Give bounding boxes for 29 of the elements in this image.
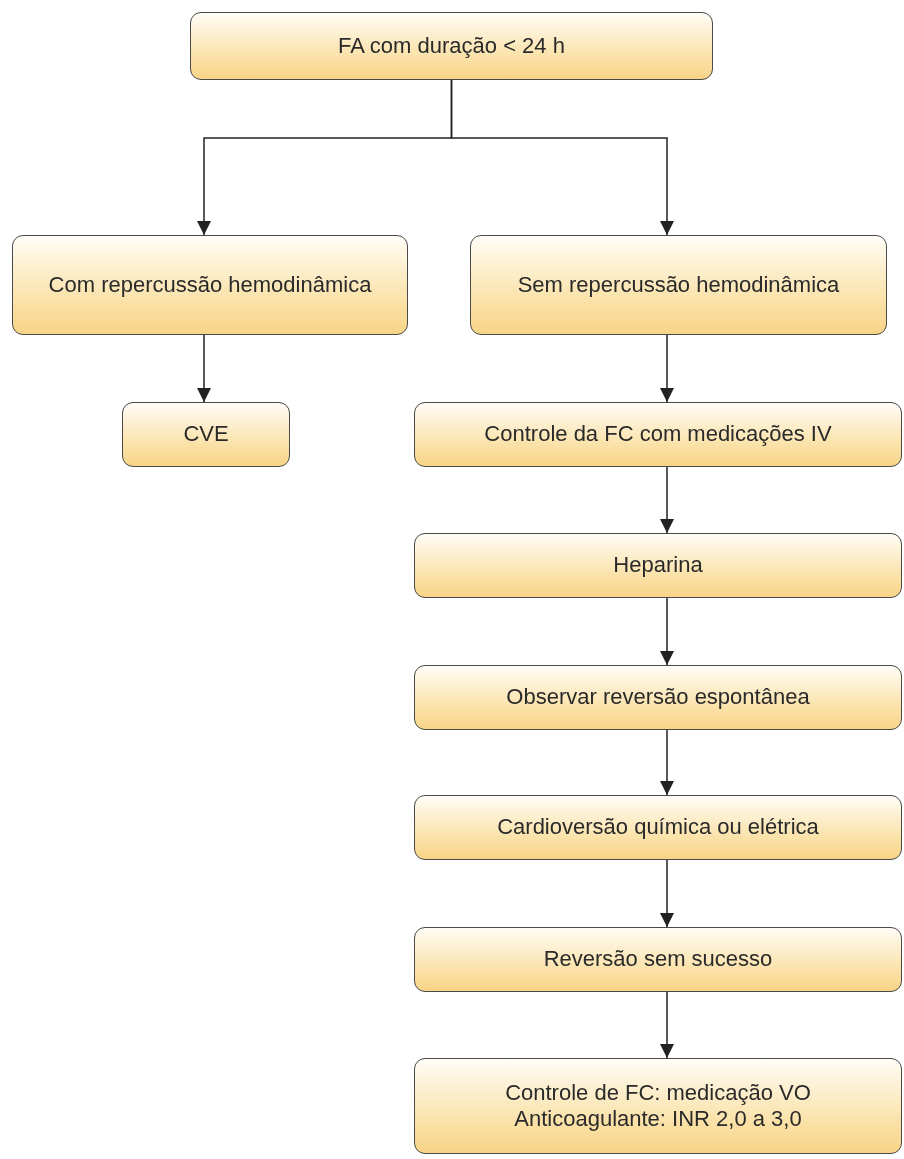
arrow: [660, 859, 674, 928]
arrow: [660, 597, 674, 666]
process-box: [414, 795, 902, 860]
box-text: Controle de FC: medicação VO: [505, 1079, 811, 1106]
process-box: [414, 1058, 902, 1154]
box-text: Cardioversão química ou elétrica: [497, 814, 819, 841]
arrow: [450, 79, 674, 236]
process-box: [122, 402, 290, 467]
box-text: CVE: [183, 421, 229, 448]
process-box: [414, 665, 902, 730]
box-text: Heparina: [613, 552, 703, 579]
process-box: [414, 927, 902, 992]
box-text: Observar reversão espontânea: [506, 684, 810, 711]
box-text: Com repercussão hemodinâmica: [48, 271, 372, 299]
box-text: FA com duração < 24 h: [338, 32, 565, 60]
arrow: [660, 466, 674, 534]
arrow: [197, 334, 211, 403]
process-box: [414, 402, 902, 467]
arrow: [660, 334, 674, 403]
arrow: [660, 729, 674, 796]
process-box: [190, 12, 713, 80]
process-box: [414, 533, 902, 598]
box-text: Anticoagulante: INR 2,0 a 3,0: [514, 1106, 802, 1133]
box-text: Sem repercussão hemodinâmica: [517, 271, 840, 299]
box-text: Reversão sem sucesso: [543, 946, 773, 973]
process-box: [12, 235, 408, 335]
box-text: Controle da FC com medicações IV: [484, 421, 832, 448]
arrow: [660, 991, 674, 1059]
process-box: [470, 235, 887, 335]
